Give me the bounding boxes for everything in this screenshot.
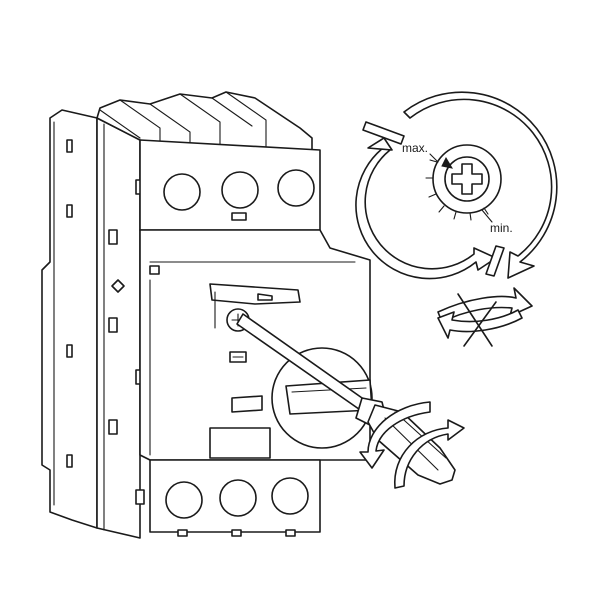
phillips-screw-icon [451,163,483,195]
lower-slot [231,395,263,413]
inner-arrow-head [367,137,393,151]
min-leader-line [481,209,493,223]
clip-slot [66,344,73,358]
din-rail-clip [41,109,98,529]
terminal-screw-hole [221,171,259,209]
forbidden-arrow [437,287,533,323]
clip-slot [66,139,73,153]
max-label: max. [402,141,428,155]
rotation-arrow-icon [359,401,465,489]
fin-line [225,91,267,151]
clip-slot [66,204,73,218]
circuit-breaker [41,91,373,539]
setting-bracket [209,283,301,305]
label-plate [209,427,271,459]
fin-line [99,109,141,139]
terminal-screw-hole [165,481,203,519]
terminal-screw-hole [219,479,257,517]
rotation-arrow-right [394,419,465,489]
fin-line [211,97,253,127]
bracket-slot [257,293,273,301]
panel-join [139,454,151,461]
max-stop-bar [362,121,405,145]
side-tab [135,489,145,505]
cross-mark-icon [457,293,493,347]
inner-ring-arrow [355,147,497,280]
side-notch [108,419,118,435]
foot-tab [177,529,188,537]
rotation-arrow-left [359,401,431,469]
terminal-screw-hole [277,169,315,207]
outer-ring-arrow [403,91,558,279]
handle-edge [291,387,367,393]
indicator-window [149,265,160,275]
forbidden-rotation [437,287,533,347]
foot-tab [285,529,296,537]
clip-slot [66,454,73,468]
fin-line [179,93,221,151]
foot-tab [231,529,242,537]
terminal-screw-hole [163,173,201,211]
center-mark [231,212,247,221]
side-notch [108,229,118,245]
terminal-screw-hole [271,477,309,515]
side-diamond [111,279,125,293]
dial-detail: max. min. [355,91,558,280]
min-label: min. [490,221,513,235]
dial-pointer [441,156,454,169]
min-stop-bar [485,245,505,277]
max-leader-line [429,153,439,163]
dial-scale-ticks [425,159,489,221]
cross-mark-icon-stroke [463,301,497,347]
side-notch [108,317,118,333]
